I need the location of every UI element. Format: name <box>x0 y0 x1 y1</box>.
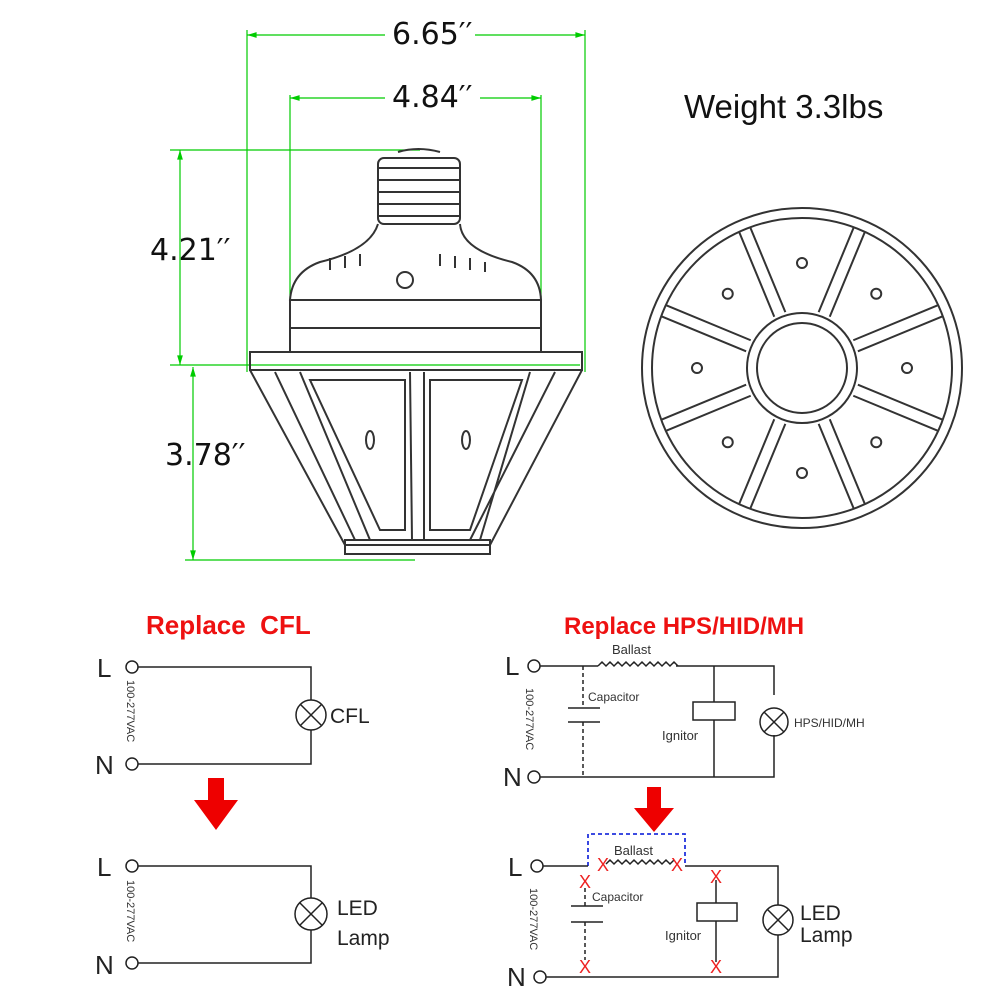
led-lamp-label-2: Lamp <box>337 927 390 950</box>
panel-hole <box>721 287 734 300</box>
capacitor-label: Capacitor <box>588 690 639 704</box>
dim-lower-height: 3.78′′ <box>165 438 246 473</box>
neutral-terminal-label: N <box>95 750 114 780</box>
ignitor-label: Ignitor <box>662 728 699 743</box>
dim-upper-height: 4.21′′ <box>150 233 231 268</box>
panel-rib <box>817 226 866 318</box>
remove-mark: X <box>671 855 683 875</box>
dim-overall-width: 6.65′′ <box>392 17 473 52</box>
panel-rib <box>817 418 866 510</box>
panel-rib <box>738 226 787 318</box>
neutral-terminal-label: N <box>503 762 522 792</box>
neutral-terminal-label: N <box>507 962 526 992</box>
down-arrow-icon <box>194 778 238 830</box>
panel-rib <box>852 304 944 353</box>
panel-hole <box>721 436 734 449</box>
led-lamp-label-1: LED <box>337 897 378 920</box>
panel-rib <box>660 383 752 432</box>
panel-rib <box>852 383 944 432</box>
lamp-side-view <box>249 148 583 555</box>
led-lamp-label-2: Lamp <box>800 924 853 947</box>
panel-hole <box>691 362 703 374</box>
weight-label: Weight 3.3lbs <box>684 88 883 125</box>
panel-hole <box>870 436 883 449</box>
hid-title: Replace HPS/HID/MH <box>564 613 804 640</box>
led-lamp-label-1: LED <box>800 902 841 925</box>
down-arrow-icon <box>634 787 674 832</box>
neutral-terminal-label: N <box>95 950 114 980</box>
panel-hole <box>796 257 808 269</box>
hid-wiring-diagram: Replace HPS/HID/MH L N Ballast Capacitor… <box>503 613 865 992</box>
voltage-label: 100-277VAC <box>124 880 136 942</box>
cfl-title: Replace CFL <box>146 610 311 640</box>
line-terminal-label: L <box>97 653 111 683</box>
panel-rib <box>738 418 787 510</box>
panel-rib <box>660 304 752 353</box>
ballast-label: Ballast <box>612 642 651 657</box>
lamp-top-view <box>641 207 963 529</box>
panel-hole <box>901 362 913 374</box>
line-terminal-label: L <box>508 852 522 882</box>
capacitor-label: Capacitor <box>592 890 643 904</box>
dimension-lines <box>170 30 586 561</box>
ignitor-label: Ignitor <box>665 928 702 943</box>
cfl-lamp-label: CFL <box>330 705 370 728</box>
remove-mark: X <box>579 957 591 977</box>
remove-mark: X <box>710 867 722 887</box>
remove-mark: X <box>597 855 609 875</box>
panel-hole <box>870 287 883 300</box>
cfl-wiring-diagram: Replace CFL L N CFL 100-277VAC L N LED L… <box>95 610 390 980</box>
remove-mark: X <box>710 957 722 977</box>
hid-lamp-label: HPS/HID/MH <box>794 716 865 730</box>
voltage-label: 100-277VAC <box>523 688 535 750</box>
ballast-bypass-wire <box>587 833 686 866</box>
voltage-label: 100-277VAC <box>527 888 539 950</box>
line-terminal-label: L <box>505 651 519 681</box>
dim-neck-width: 4.84′′ <box>392 80 473 115</box>
ballast-label: Ballast <box>614 843 653 858</box>
remove-mark: X <box>579 872 591 892</box>
line-terminal-label: L <box>97 852 111 882</box>
voltage-label: 100-277VAC <box>124 680 136 742</box>
panel-hole <box>796 467 808 479</box>
